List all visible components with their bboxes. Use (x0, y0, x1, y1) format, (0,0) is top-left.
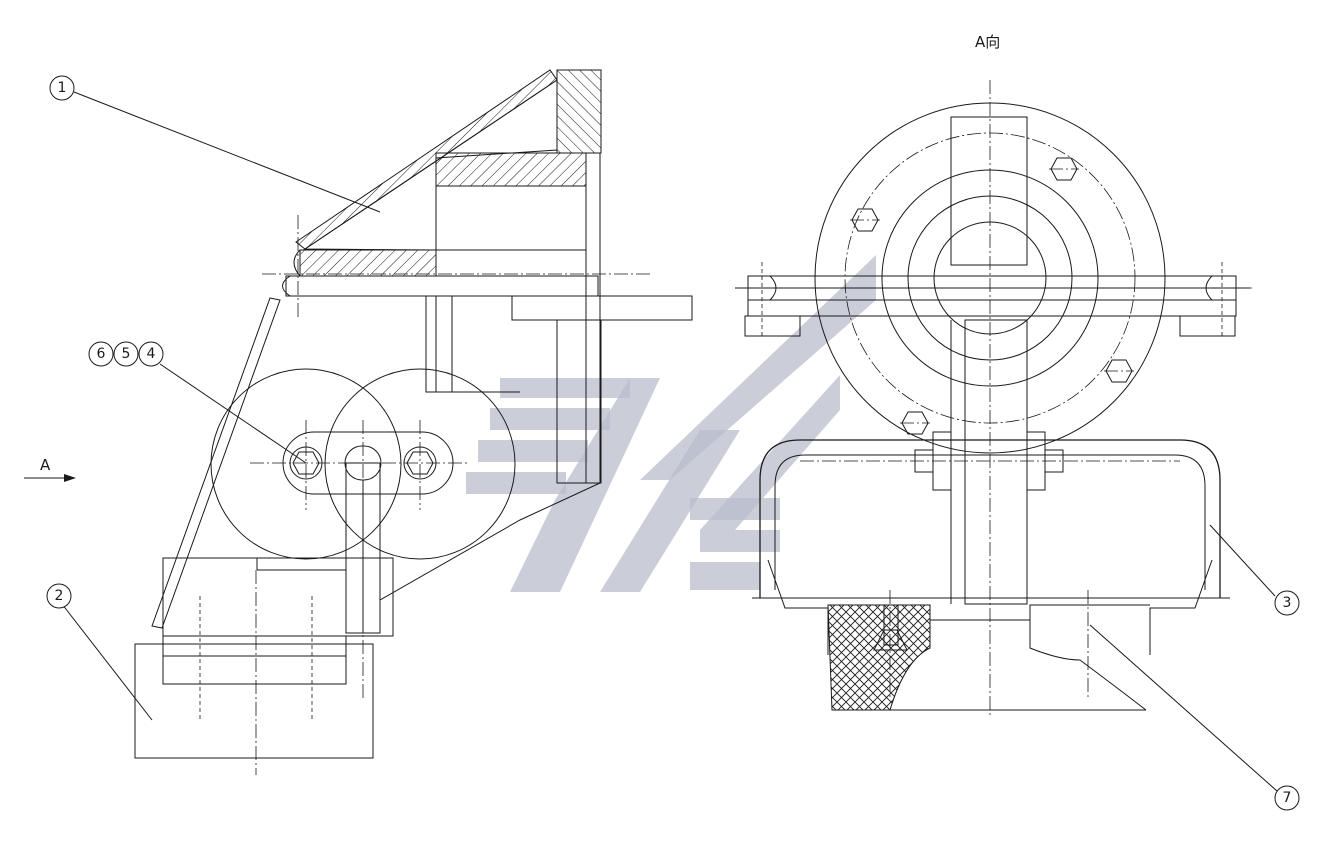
callout-7: 7 (1274, 785, 1300, 811)
gear-circle-left (210, 368, 402, 560)
svg-text:5: 5 (122, 346, 131, 362)
flange-bolts (850, 157, 1134, 435)
svg-text:1: 1 (58, 80, 67, 96)
svg-text:7: 7 (1283, 790, 1292, 806)
base-lower (134, 643, 374, 759)
view-label: A向 (975, 33, 1000, 51)
callout-6: 6 (88, 341, 114, 367)
callout-2: 2 (46, 583, 72, 609)
horizontal-block (435, 152, 587, 187)
callout-3: 3 (1274, 590, 1300, 616)
vertical-shaft (950, 116, 1028, 266)
base-hatched-plate (299, 249, 437, 277)
inclined-arm (151, 297, 281, 629)
callout-1: 1 (49, 75, 75, 101)
arrow-label: A (40, 456, 51, 474)
callout-5: 5 (113, 341, 139, 367)
front-view-a: A向 (735, 33, 1252, 718)
base-middle (162, 635, 347, 685)
svg-text:6: 6 (97, 346, 106, 362)
svg-text:4: 4 (147, 346, 156, 362)
svg-text:3: 3 (1283, 595, 1292, 611)
vertical-block (556, 69, 602, 154)
watermark-logo (466, 255, 876, 592)
gear-circle-right (324, 368, 516, 560)
clamp-band (752, 439, 1230, 655)
callout-4: 4 (138, 341, 164, 367)
wheel-section (827, 604, 931, 711)
leader-lines (61, 91, 1278, 792)
view-arrow-a: A (24, 456, 76, 482)
svg-text:2: 2 (55, 588, 64, 604)
